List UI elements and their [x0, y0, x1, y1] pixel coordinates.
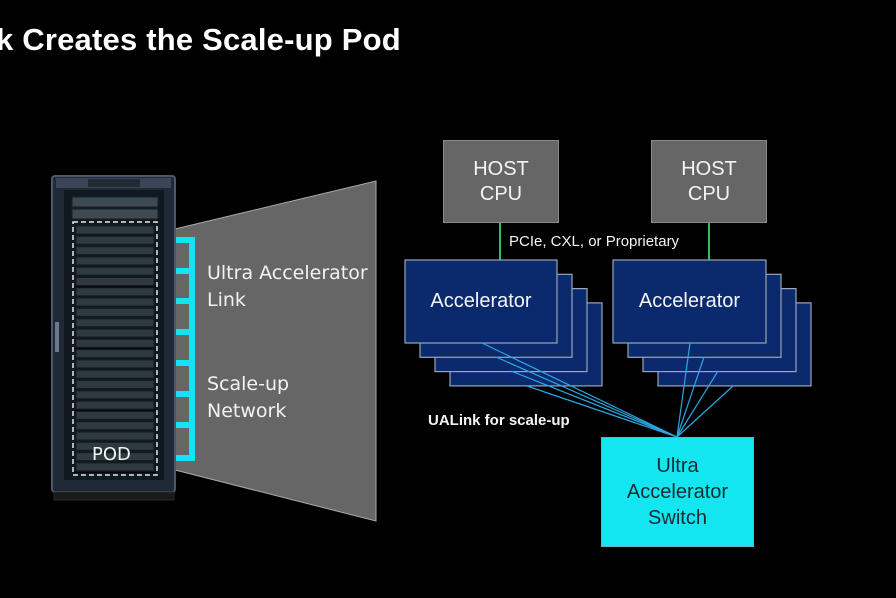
host-cpu-2-line1: HOST	[681, 157, 737, 180]
ualink-line-7	[676, 370, 719, 438]
rack-unit	[75, 349, 155, 359]
host-cpu-2-line2: CPU	[687, 182, 731, 205]
host-cpu-1-line2: CPU	[479, 182, 523, 205]
ualink-line-4	[526, 385, 678, 438]
ualink-line-8	[676, 385, 734, 438]
ualink-line-3	[510, 370, 678, 438]
rack-unit	[75, 452, 155, 462]
accelerator-card-g1-1	[404, 259, 558, 344]
rack-unit	[75, 441, 155, 451]
bracket-arm	[176, 329, 195, 335]
ualink-label: UALink for scale-up	[428, 412, 570, 429]
server-rack	[51, 175, 176, 501]
bracket-arm	[176, 268, 195, 274]
rack-unit	[75, 287, 155, 297]
rack-unit	[75, 390, 155, 400]
accelerator-group-1-label: Accelerator	[430, 290, 532, 312]
ualink-line-2	[495, 356, 678, 438]
bracket-arm	[176, 237, 195, 243]
pod-label: POD	[92, 444, 131, 465]
ultra-accelerator-link-label: Ultra Accelerator Link	[207, 260, 368, 314]
rack-unit	[75, 380, 155, 389]
host-cpu-1: HOST CPU	[443, 140, 559, 223]
rack-unit	[75, 246, 155, 256]
switch-line1: Ultra	[656, 455, 699, 477]
bracket-arm	[176, 360, 195, 366]
rack-unit	[75, 328, 155, 338]
ualink-bracket	[176, 237, 195, 461]
bracket-arm	[176, 422, 195, 428]
bracket-arm	[176, 298, 195, 304]
rack-unit	[75, 359, 155, 369]
rack-unit	[75, 277, 155, 286]
rack-unit	[75, 431, 155, 441]
rack-unit	[75, 318, 155, 328]
rack-unit	[75, 235, 155, 245]
switch-line2: Accelerator	[626, 481, 729, 503]
ultra-accelerator-switch: Ultra Accelerator Switch	[601, 437, 754, 547]
pod-callout-panel	[174, 180, 377, 522]
switch-line3: Switch	[648, 507, 707, 529]
ualink-line-1	[481, 342, 678, 438]
host-cpu-2: HOST CPU	[651, 140, 767, 223]
rack-unit	[75, 421, 155, 431]
ualink-line-5	[676, 342, 691, 438]
host-cpu-1-line1: HOST	[473, 157, 529, 180]
network-label-line2: Network	[207, 400, 287, 422]
rack-unit	[75, 462, 155, 472]
rack-unit	[75, 297, 155, 307]
rack-unit	[75, 410, 155, 420]
bracket-arm	[176, 455, 195, 461]
rack-unit	[75, 307, 155, 317]
bracket-spine	[189, 237, 195, 461]
network-label-line1: Scale-up	[207, 373, 290, 395]
rack-unit	[75, 256, 155, 266]
rack-unit	[75, 225, 155, 235]
rack-unit	[75, 338, 155, 348]
rack-unit	[75, 369, 155, 379]
bracket-arm	[176, 391, 195, 397]
link-label-line1: Ultra Accelerator	[207, 262, 368, 284]
link-label-line2: Link	[207, 289, 246, 311]
rack-unit	[75, 400, 155, 410]
scale-up-network-label: Scale-up Network	[207, 371, 289, 425]
accelerator-group-2-label: Accelerator	[638, 290, 741, 312]
host-link-label: PCIe, CXL, or Proprietary	[509, 233, 680, 250]
ualink-line-6	[676, 356, 705, 438]
accelerator-card-g2-1	[612, 259, 767, 344]
slide-title: k Creates the Scale-up Pod	[0, 22, 401, 57]
rack-unit	[75, 266, 155, 276]
pod-boundary	[72, 221, 158, 476]
